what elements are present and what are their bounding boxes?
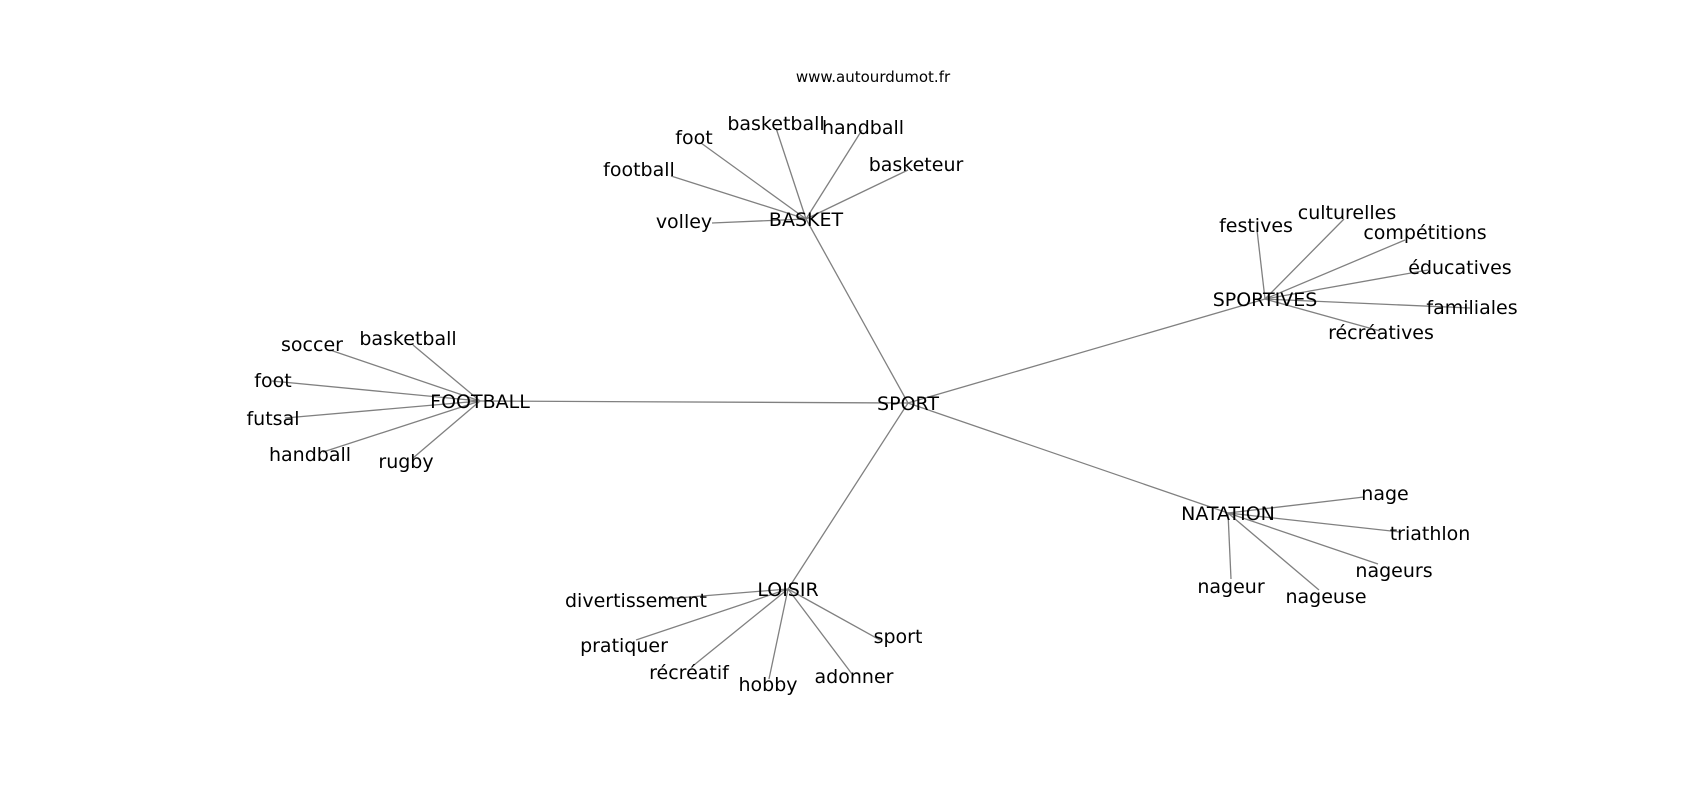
leaf-node-sportives-familiales: familiales — [1426, 297, 1517, 319]
edge-center-football — [479, 400, 909, 404]
leaf-node-sportives-festives: festives — [1219, 215, 1293, 237]
leaf-node-football-futsal: futsal — [246, 408, 299, 430]
edge-football-futsal — [284, 400, 481, 419]
leaf-node-natation-triathlon: triathlon — [1390, 523, 1471, 545]
leaf-node-basket-basketball: basketball — [727, 113, 824, 135]
leaf-node-football-basketball: basketball — [359, 328, 456, 350]
hub-node-natation: NATATION — [1181, 503, 1275, 525]
edge-natation-triathlon — [1227, 512, 1401, 533]
leaf-node-football-rugby: rugby — [378, 451, 433, 473]
hub-node-loisir: LOISIR — [757, 579, 818, 601]
edge-basket-foot — [700, 142, 807, 220]
leaf-node-loisir-adonner: adonner — [815, 666, 894, 688]
leaf-node-football-soccer: soccer — [281, 334, 343, 356]
edge-football-soccer — [329, 349, 481, 402]
hub-node-football: FOOTBALL — [430, 391, 530, 413]
leaf-node-loisir-pratiquer: pratiquer — [580, 635, 668, 657]
edge-basket-football — [670, 175, 807, 220]
leaf-node-football-foot: foot — [254, 370, 291, 392]
source-watermark: www.autourdumot.fr — [796, 68, 951, 86]
edge-loisir-sport — [787, 588, 881, 641]
edge-center-basket — [805, 218, 909, 404]
edge-loisir-hobby — [768, 588, 789, 680]
leaf-node-loisir-divertissement: divertissement — [565, 590, 707, 612]
center-node-label: SPORT — [877, 393, 939, 415]
edge-football-rugby — [412, 400, 481, 459]
leaf-node-basket-handball: handball — [822, 117, 904, 139]
edge-basket-handball — [805, 129, 863, 220]
edge-sportives-familiales — [1264, 298, 1471, 309]
edge-basket-basketball — [775, 127, 807, 220]
leaf-node-natation-nage: nage — [1361, 483, 1408, 505]
edge-football-handball — [322, 400, 481, 453]
leaf-node-basket-football: football — [603, 159, 675, 181]
edge-natation-nageur — [1227, 512, 1232, 580]
hub-node-sportives: SPORTIVES — [1213, 289, 1318, 311]
leaf-node-loisir-sport: sport — [874, 626, 923, 648]
hub-node-basket: BASKET — [769, 209, 844, 231]
edge-center-natation — [907, 402, 1229, 514]
leaf-node-sportives-culturelles: culturelles — [1298, 202, 1397, 224]
edge-natation-nageurs — [1227, 512, 1379, 565]
leaf-node-natation-nageuse: nageuse — [1285, 586, 1366, 608]
leaf-node-football-handball: handball — [269, 444, 351, 466]
edge-center-loisir — [787, 402, 909, 590]
edge-loisir-recreatif — [693, 588, 789, 666]
edge-basket-volley — [711, 218, 807, 224]
edge-sportives-competitions — [1264, 239, 1406, 300]
labels-layer: www.autourdumot.fr SPORTfootbasketballha… — [246, 68, 1517, 696]
edge-sportives-culturelles — [1264, 218, 1345, 300]
edge-loisir-pratiquer — [635, 588, 789, 641]
leaf-node-basket-foot: foot — [675, 127, 712, 149]
edge-center-sportives — [907, 298, 1266, 404]
leaf-node-loisir-recreatif: récréatif — [649, 662, 730, 684]
edge-natation-nageuse — [1227, 512, 1320, 591]
leaf-node-sportives-recreatives: récréatives — [1328, 322, 1434, 344]
edge-football-basketball — [412, 344, 481, 402]
edge-loisir-divertissement — [664, 588, 789, 600]
leaf-node-loisir-hobby: hobby — [738, 674, 797, 696]
edge-football-foot — [271, 380, 481, 402]
leaf-node-basket-basketeur: basketeur — [869, 154, 964, 176]
leaf-node-sportives-competitions: compétitions — [1363, 222, 1486, 244]
leaf-node-sportives-educatives: éducatives — [1408, 257, 1511, 279]
leaf-node-natation-nageur: nageur — [1197, 576, 1264, 598]
edge-basket-basketeur — [805, 169, 909, 220]
edge-loisir-adonner — [787, 588, 853, 675]
edges-layer — [271, 127, 1471, 680]
edge-natation-nage — [1227, 496, 1365, 514]
edge-sportives-festives — [1256, 229, 1266, 300]
edge-sportives-educatives — [1264, 269, 1429, 300]
leaf-node-basket-volley: volley — [656, 211, 712, 233]
leaf-node-natation-nageurs: nageurs — [1355, 560, 1432, 582]
edge-sportives-recreatives — [1264, 298, 1381, 332]
